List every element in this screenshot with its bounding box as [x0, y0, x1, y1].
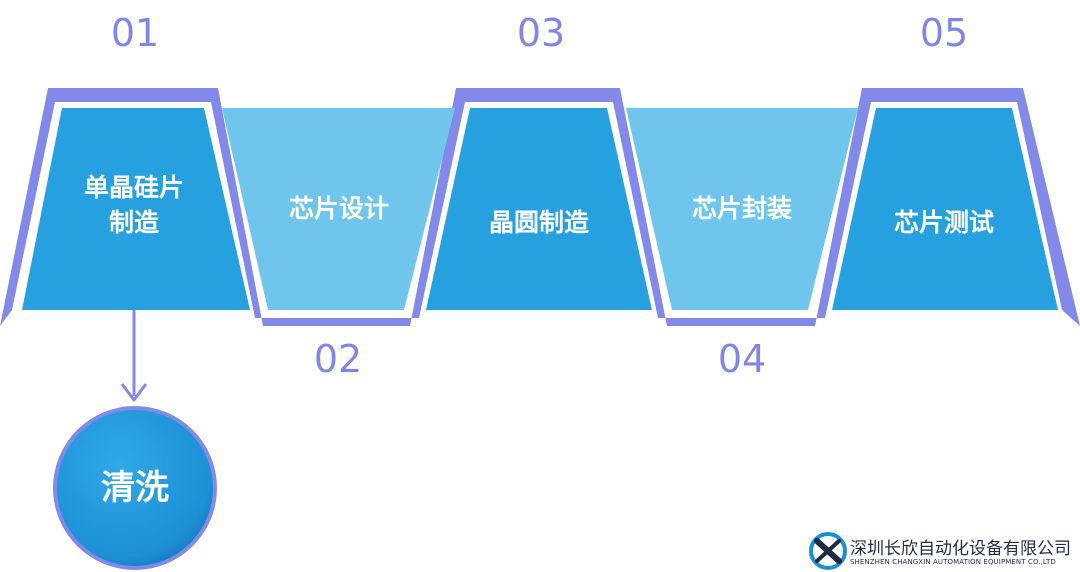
step-04-number: 04: [717, 337, 767, 381]
step-05-shape: [832, 108, 1058, 310]
company-subtitle: SHENZHEN CHANGXIN AUTOMATION EQUIPMENT C…: [850, 558, 1056, 566]
step-05-label: 芯片测试: [893, 208, 994, 237]
company-name: 深圳长欣自动化设备有限公司: [850, 539, 1071, 559]
step-04-label: 芯片封装: [691, 194, 792, 223]
step-04-shape: [626, 108, 858, 310]
step-05-number: 05: [919, 11, 969, 55]
step-01-shape: [22, 108, 250, 310]
sub-step-label: 清洗: [101, 468, 169, 508]
step-03-number: 03: [516, 11, 566, 55]
step-03-label: 晶圆制造: [488, 208, 589, 237]
sub-step-circle: [57, 410, 213, 566]
step-01-number: 01: [110, 11, 160, 55]
company-logo: 深圳长欣自动化设备有限公司 SHENZHEN CHANGXIN AUTOMATI…: [804, 530, 1080, 572]
step-02-number: 02: [313, 337, 363, 381]
step-01-label: 单晶硅片 制造: [64, 170, 204, 240]
step-03-shape: [426, 108, 652, 310]
step-02-shape: [222, 108, 455, 310]
step-02-label: 芯片设计: [288, 194, 389, 223]
step-01-label-text: 单晶硅片 制造: [83, 173, 184, 237]
arrow-head-icon: [120, 383, 148, 402]
company-logo-icon: [809, 532, 847, 570]
